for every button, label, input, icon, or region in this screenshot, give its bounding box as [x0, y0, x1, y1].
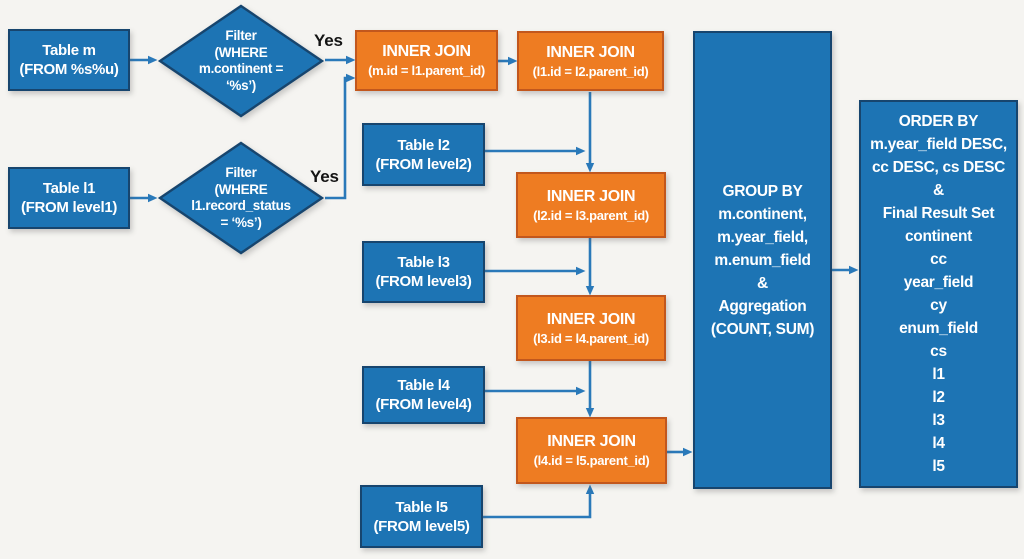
- filter-l1-line4: = ‘%s’): [220, 214, 262, 230]
- order-by-line16: l5: [932, 458, 945, 475]
- filter-l1-line3: l1.record_status: [191, 198, 291, 213]
- node-table-l3: Table l3 (FROM level3): [362, 241, 485, 303]
- order-by-line10: enum_field: [899, 320, 978, 337]
- filter-l1-line1: Filter: [225, 165, 257, 180]
- node-filter-l1: Filter (WHERE l1.record_status = ‘%s’): [157, 141, 325, 255]
- node-table-l3-line1: Table l3: [397, 254, 450, 271]
- order-by-line6: continent: [904, 228, 973, 245]
- order-by-line5: Final Result Set: [882, 205, 995, 222]
- node-table-m-line1: Table m: [42, 42, 96, 59]
- node-table-l2: Table l2 (FROM level2): [362, 123, 485, 186]
- order-by-line3: cc DESC, cs DESC: [871, 159, 1006, 176]
- join-l4-l5-line1: INNER JOIN: [547, 433, 636, 450]
- group-by-line2: m.continent,: [718, 205, 807, 223]
- node-join-m-l1: INNER JOIN (m.id = l1.parent_id): [355, 30, 498, 91]
- node-order-by: ORDER BY m.year_field DESC, cc DESC, cs …: [859, 100, 1018, 488]
- filter-m-diamond-shape: [157, 4, 325, 118]
- yes-label-filter-l1: Yes: [310, 167, 339, 186]
- node-table-l3-line2: (FROM level3): [375, 273, 472, 290]
- node-table-m-line2: (FROM %s%u): [19, 61, 119, 78]
- order-by-line2: m.year_field DESC,: [870, 136, 1007, 153]
- arrow-table-l5-to-join5: [483, 484, 595, 519]
- node-join-l2-l3: INNER JOIN (l2.id = l3.parent_id): [516, 172, 666, 238]
- node-join-l3-l4: INNER JOIN (l3.id = l4.parent_id): [516, 295, 666, 361]
- join-l2-l3-line2: (l2.id = l3.parent_id): [533, 207, 649, 223]
- node-table-l5: Table l5 (FROM level5): [360, 485, 483, 548]
- filter-l1-text: Filter (WHERE l1.record_status = ‘%s’): [157, 141, 325, 255]
- order-by-line13: l2: [932, 389, 945, 406]
- group-by-line6: Aggregation: [718, 297, 807, 315]
- node-filter-m: Filter (WHERE m.continent = ‘%s’): [157, 4, 325, 118]
- group-by-line5: &: [757, 274, 768, 292]
- node-table-l5-line1: Table l5: [395, 498, 448, 516]
- order-by-line1: ORDER BY: [898, 113, 979, 130]
- node-table-l4-line1: Table l4: [397, 377, 450, 394]
- filter-m-line4: ‘%s’): [225, 77, 256, 93]
- node-table-m: Table m (FROM %s%u): [8, 29, 130, 91]
- node-group-by: GROUP BY m.continent, m.year_field, m.en…: [693, 31, 832, 489]
- group-by-line3: m.year_field,: [717, 228, 808, 246]
- order-by-line15: l4: [932, 435, 945, 452]
- node-table-l1-line1: Table l1: [42, 180, 96, 197]
- node-table-l2-line2: (FROM level2): [375, 155, 472, 173]
- join-l3-l4-line2: (l3.id = l4.parent_id): [533, 330, 649, 346]
- order-by-line12: l1: [932, 366, 945, 383]
- node-table-l5-line2: (FROM level5): [373, 517, 470, 535]
- node-join-l1-l2: INNER JOIN (l1.id = l2.parent_id): [517, 31, 664, 91]
- order-by-line4: &: [933, 182, 944, 199]
- filter-m-line2: (WHERE: [214, 44, 268, 60]
- join-m-l1-line2: (m.id = l1.parent_id): [368, 63, 485, 78]
- order-by-line8: year_field: [903, 274, 974, 291]
- join-l3-l4-line1: INNER JOIN: [546, 310, 636, 328]
- group-by-line7: (COUNT, SUM): [710, 320, 815, 338]
- filter-m-line1: Filter: [225, 28, 257, 43]
- join-l1-l2-line2: (l1.id = l2.parent_id): [532, 63, 649, 79]
- node-table-l1: Table l1 (FROM level1): [8, 167, 130, 229]
- yes-label-filter-m: Yes: [314, 31, 343, 50]
- node-table-l2-line1: Table l2: [397, 136, 450, 154]
- join-l2-l3-line1: INNER JOIN: [546, 187, 636, 205]
- node-join-l4-l5: INNER JOIN (l4.id = l5.parent_id): [516, 417, 667, 484]
- filter-m-line3: m.continent =: [198, 61, 284, 76]
- group-by-line1: GROUP BY: [722, 182, 803, 200]
- filter-l1-diamond-shape: [157, 141, 325, 255]
- order-by-line14: l3: [932, 412, 945, 429]
- order-by-line9: cy: [930, 297, 947, 314]
- order-by-line11: cs: [930, 343, 947, 360]
- join-m-l1-line1: INNER JOIN: [382, 43, 471, 60]
- filter-m-text: Filter (WHERE m.continent = ‘%s’): [157, 4, 325, 118]
- filter-l1-line2: (WHERE: [214, 181, 268, 197]
- node-table-l4-line2: (FROM level4): [375, 396, 472, 413]
- join-l4-l5-line2: (l4.id = l5.parent_id): [533, 453, 650, 468]
- group-by-line4: m.enum_field: [714, 251, 811, 269]
- join-l1-l2-line1: INNER JOIN: [546, 43, 635, 61]
- node-table-l1-line2: (FROM level1): [20, 199, 118, 216]
- order-by-line7: cc: [930, 251, 947, 268]
- node-table-l4: Table l4 (FROM level4): [362, 366, 485, 424]
